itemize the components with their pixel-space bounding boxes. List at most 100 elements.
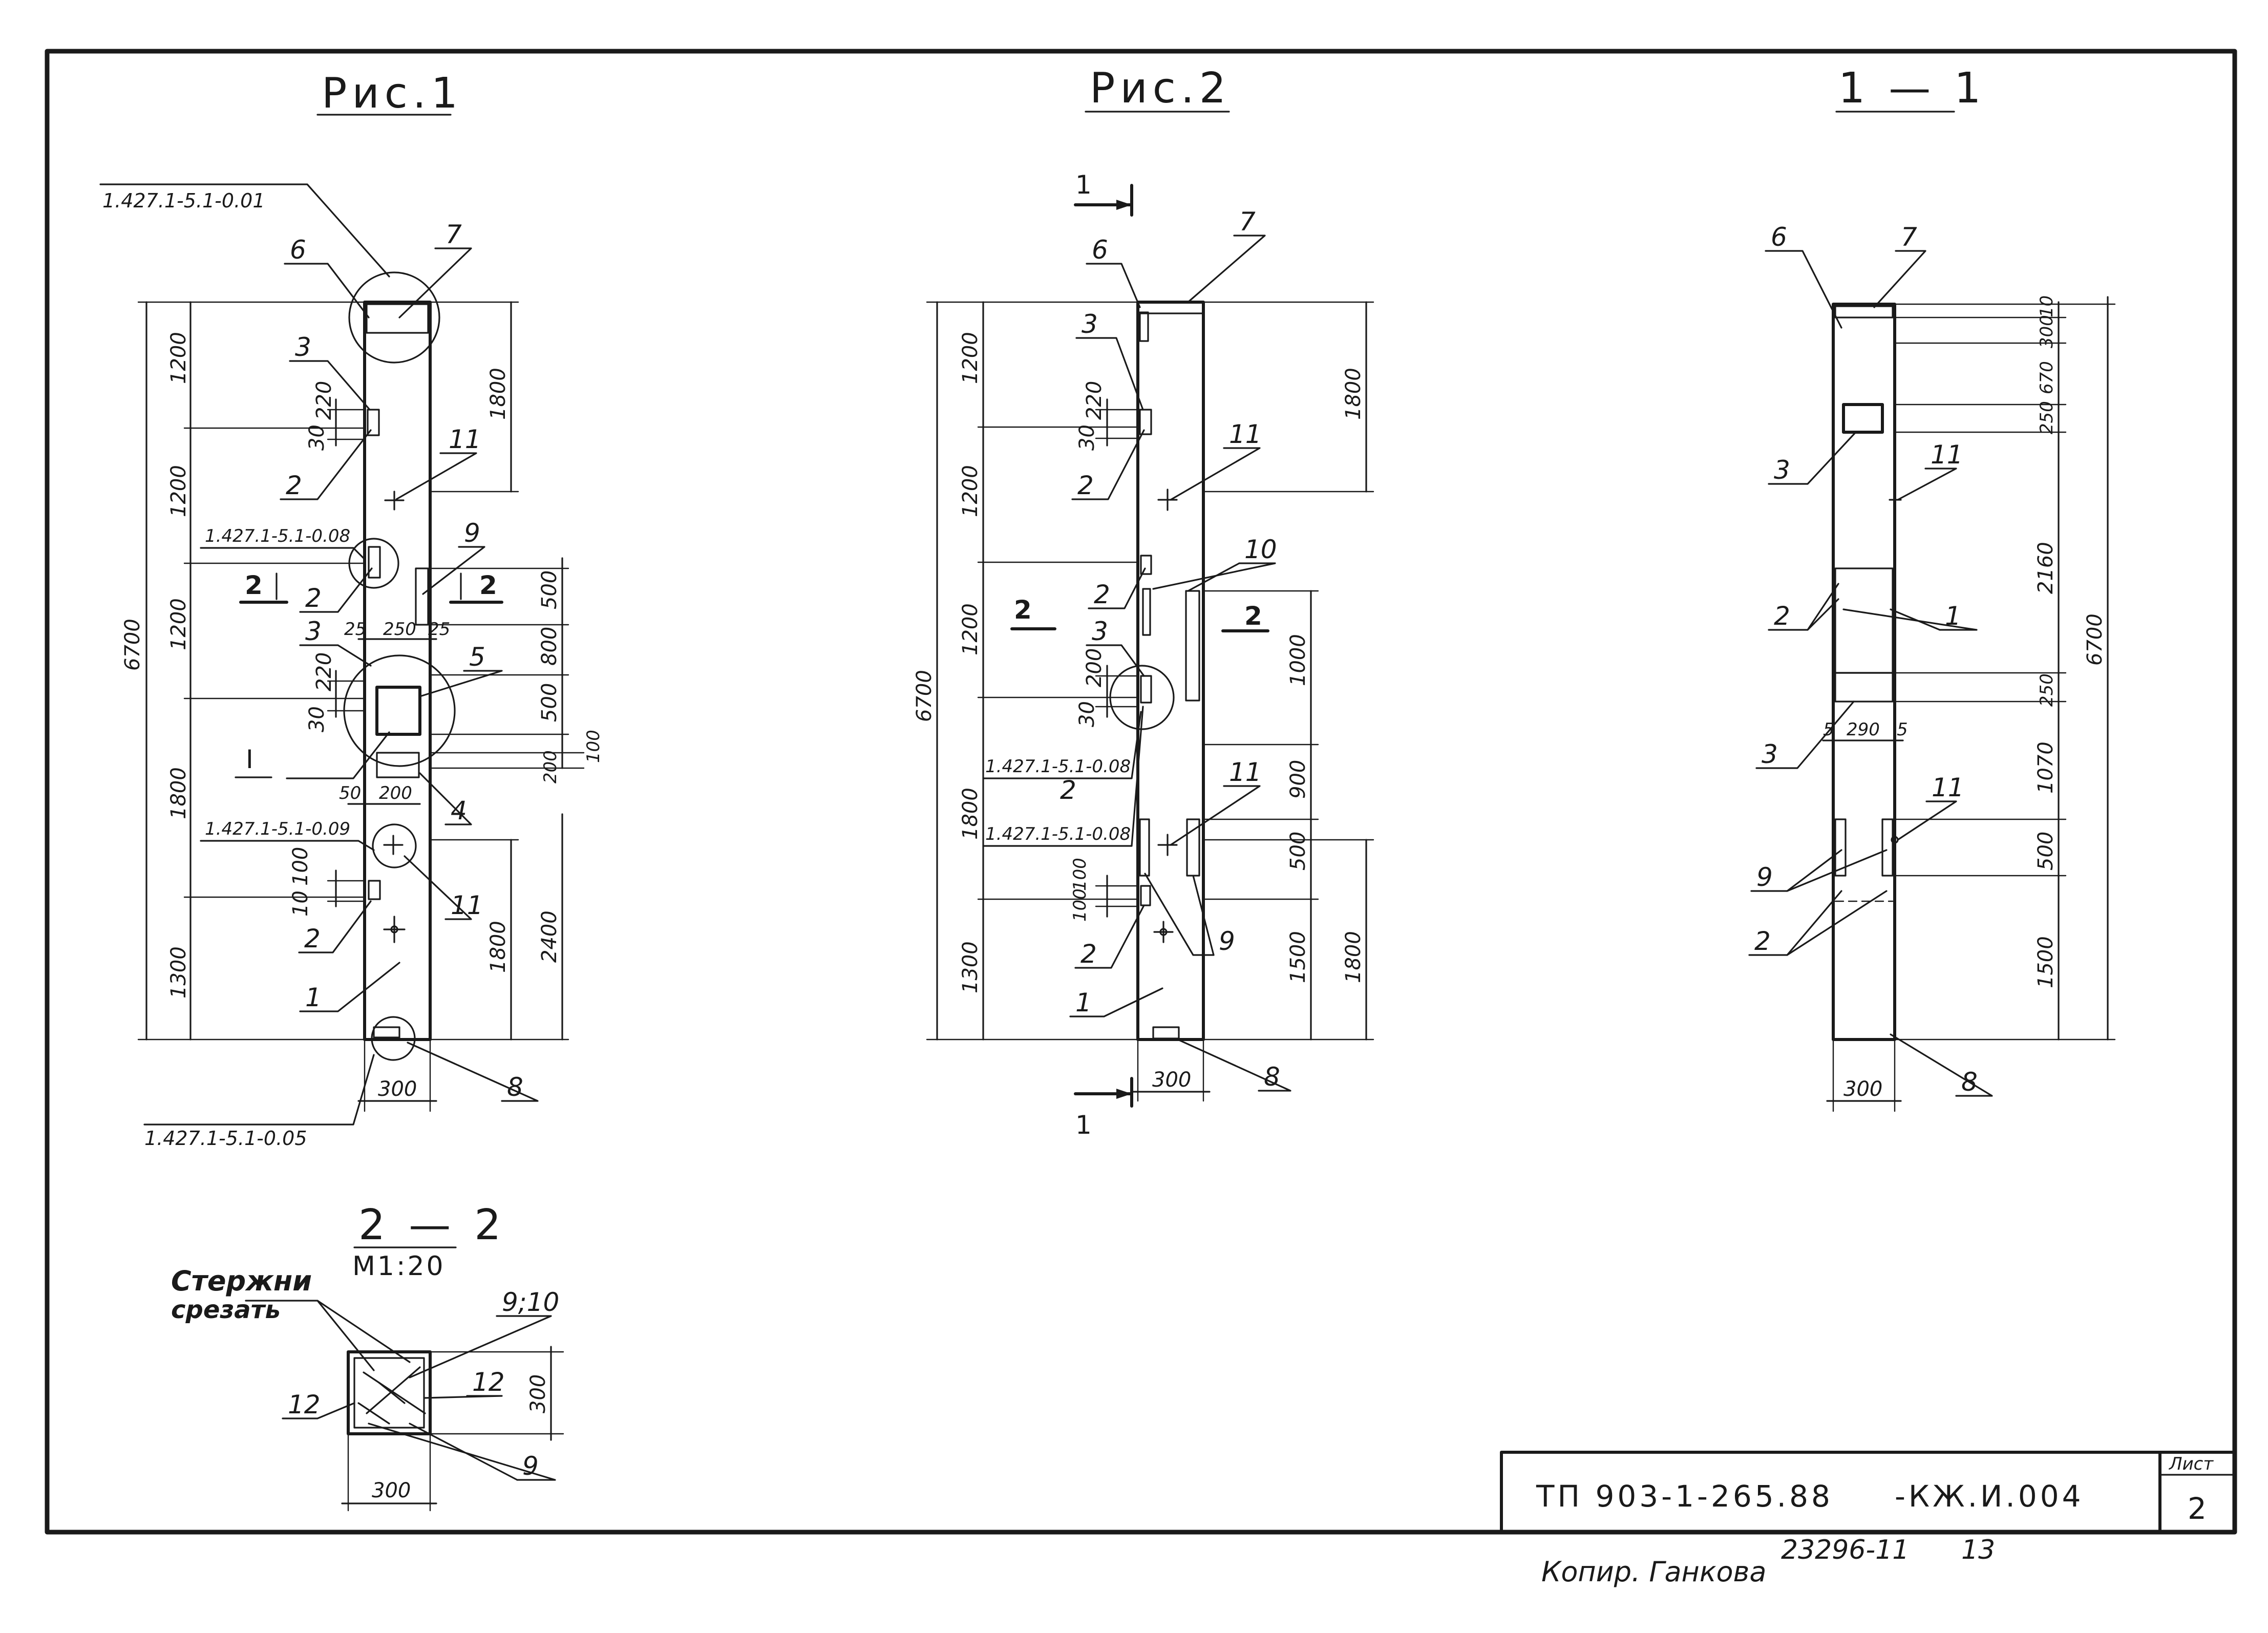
sec22-pos-910: 9;10: [502, 1287, 559, 1317]
fig1-dim-w0: 25: [344, 619, 366, 640]
sec22-section: [347, 1350, 432, 1435]
sec11-dim-4: 2160: [2034, 542, 2058, 594]
sheet-number: 2: [2188, 1491, 2207, 1526]
fig2-dim-right-4: 1500: [1286, 931, 1310, 983]
archive-number: 23296-11: [1781, 1535, 1909, 1565]
sec11-dim-7: 500: [2034, 832, 2058, 871]
fig2-pos-8: 8: [1264, 1062, 1280, 1092]
fig2-pos-2b: 2: [1094, 580, 1110, 609]
sheet-label: Лист: [2168, 1454, 2214, 1474]
fig1-pos-5: 5: [469, 642, 485, 672]
fig1-pos-3: 3: [295, 332, 311, 362]
fig1-pos-4: 4: [451, 796, 467, 825]
fig1-dim-right-0: 1800: [486, 368, 510, 420]
fig2-dim-inner-4: 100: [1070, 858, 1090, 891]
archive-page: 13: [1961, 1535, 1995, 1565]
sec11-pos-3b: 3: [1762, 739, 1778, 769]
fig1-ref-bottom: 1.427.1-5.1-0.05: [144, 1127, 307, 1150]
fig1-dim-right-2: 800: [538, 627, 561, 666]
fig2-section-top: 1: [1075, 170, 1092, 200]
fig1-dim-right-6: 2400: [538, 910, 561, 963]
sec22-scale: М1:20: [352, 1251, 446, 1282]
sec11-w2: 5: [1897, 719, 1908, 740]
fig1-pos-9: 9: [464, 518, 480, 548]
fig1-pos-6: 6: [290, 235, 306, 265]
fig2-pos-11b: 11: [1229, 757, 1262, 787]
stamp-code: ТП 903-1-265.88: [1536, 1479, 1833, 1514]
fig2-total: 6700: [913, 670, 936, 722]
fig2-cut-left: 2: [1014, 595, 1032, 625]
fig1-cut-right: 2: [479, 570, 497, 600]
fig1-dim-inner-2: 220: [312, 652, 336, 691]
fig2-pos-10: 10: [1244, 535, 1277, 564]
fig1-node-mark: I: [246, 745, 253, 774]
fig1-title: Рис.1: [322, 69, 463, 118]
fig1-pos-2c: 2: [304, 924, 321, 953]
fig2-dim-right-1: 1000: [1286, 634, 1310, 686]
sec22-note-1: Стержни: [171, 1265, 312, 1297]
fig2-dim-inner-0: 220: [1083, 381, 1106, 420]
sec11-title: 1 — 1: [1838, 64, 1986, 113]
fig1-dim-right-7: 1800: [486, 921, 510, 973]
sec22-pos-12b: 12: [472, 1367, 505, 1397]
fig2-dim-left-1: 1200: [959, 465, 982, 517]
fig1-pos-7: 7: [446, 220, 462, 249]
fig1-dim-inner-1: 30: [305, 425, 329, 451]
fig1-ref-mid: 1.427.1-5.1-0.08: [205, 526, 350, 546]
fig1-cut-left: 2: [245, 570, 263, 600]
sec11-pos-7: 7: [1901, 222, 1917, 252]
fig2-pos-2d: 2: [1080, 939, 1097, 969]
fig2-dim-left-4: 1300: [959, 941, 982, 993]
fig1-pos-2a: 2: [286, 471, 302, 500]
fig1-dim-left-1: 1200: [167, 465, 190, 517]
sec11-total: 6700: [2083, 613, 2107, 666]
fig2-dim-width: 300: [1152, 1068, 1191, 1092]
fig1-column: [363, 301, 432, 1041]
fig2-ref-b: 1.427.1-5.1-0.08: [985, 824, 1131, 844]
sec22-dim-h: 300: [526, 1374, 550, 1413]
sec11-dim-1: 300: [2037, 315, 2057, 348]
fig1-ref-low: 1.427.1-5.1-0.09: [205, 819, 350, 839]
fig1-dim-inner-5: 10: [289, 890, 312, 917]
sec11-pos-6: 6: [1771, 222, 1787, 252]
sec11-dim-5: 250: [2037, 673, 2057, 707]
fig2-dim-left-2: 1200: [959, 603, 982, 655]
sec22-view: 2 — 2 М1:20 Стержни срезать 9;10 12 12 9…: [171, 1201, 564, 1512]
fig2-dim-right-5: 1800: [1342, 931, 1365, 983]
fig1-dim-left-3: 1800: [167, 767, 190, 819]
sec11-dim-8: 1500: [2034, 936, 2058, 988]
sec22-dim-w: 300: [372, 1479, 411, 1502]
fig2-column: [1136, 301, 1205, 1041]
sec11-dim-3: 250: [2037, 401, 2057, 434]
sec11-pos-11a: 11: [1931, 440, 1963, 470]
title-block: ТП 903-1-265.88 -КЖ.И.004 Лист 2: [1500, 1451, 2236, 1534]
sec11-pos-2b: 2: [1754, 926, 1771, 956]
sec11-column: [1832, 303, 1896, 1041]
copy-note: Копир. Ганкова: [1541, 1556, 1766, 1588]
fig1-dim-inner-3: 30: [305, 706, 329, 732]
fig2-pos-11a: 11: [1229, 419, 1262, 449]
sec11-pos-3a: 3: [1774, 455, 1790, 485]
fig2-dim-inner-5: 100: [1070, 888, 1090, 922]
fig1-dim-right-4: 200: [540, 750, 561, 783]
fig1-dim-inner-4: 100: [289, 847, 312, 886]
fig2-dim-left-3: 1800: [959, 788, 982, 840]
fig2-dim-inner-3: 30: [1075, 701, 1099, 727]
fig2-pos-3b: 3: [1092, 617, 1108, 646]
fig1-view: Рис.1: [99, 69, 604, 1150]
fig2-cut-right: 2: [1244, 601, 1262, 631]
fig2-section-bottom: 1: [1075, 1110, 1092, 1140]
sec11-pos-11b: 11: [1932, 773, 1964, 802]
fig1-dim-right-5: 100: [583, 730, 604, 763]
fig2-pos-9: 9: [1219, 926, 1235, 956]
fig1-opening-4: [376, 752, 420, 778]
fig2-ref-a: 1.427.1-5.1-0.08: [985, 756, 1131, 777]
fig1-dim-w2: 25: [428, 619, 450, 640]
fig1-pos-2b: 2: [305, 583, 322, 613]
sec11-pos-9: 9: [1756, 862, 1773, 892]
sec11-dim-0: 10: [2037, 295, 2057, 317]
fig2-pos-7: 7: [1239, 207, 1256, 237]
fig1-dim-w4: 200: [379, 783, 412, 803]
fig1-opening-5: [375, 686, 421, 736]
